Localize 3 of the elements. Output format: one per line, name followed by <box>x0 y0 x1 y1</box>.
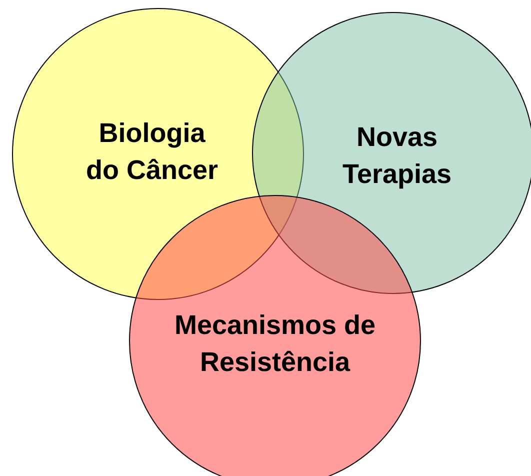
circle-label: Biologia do Câncer <box>84 117 220 187</box>
circle-label: Novas Terapias <box>341 121 453 191</box>
circle-label: Mecanismos de Resistência <box>173 309 377 379</box>
